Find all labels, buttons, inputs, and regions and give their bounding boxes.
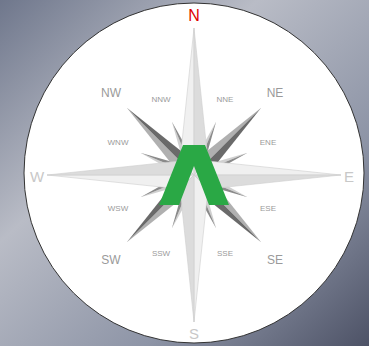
cardinal-label: S: [189, 326, 199, 341]
heading-marker: [159, 145, 229, 205]
secondary-label: ENE: [260, 139, 276, 147]
secondary-label: NNE: [217, 96, 234, 104]
secondary-label: WSW: [108, 205, 128, 213]
secondary-label: NNW: [151, 96, 170, 104]
intercardinal-label: NW: [101, 87, 121, 99]
cardinal-label: E: [344, 169, 354, 184]
cardinal-rays: [47, 28, 341, 322]
secondary-label: SSE: [217, 250, 233, 258]
intercardinal-label: NE: [267, 87, 284, 99]
secondary-label: ESE: [260, 205, 276, 213]
cardinal-label: N: [188, 8, 200, 24]
secondary-label: WNW: [108, 139, 129, 147]
intercardinal-label: SW: [101, 254, 120, 266]
compass-dial: [24, 3, 364, 343]
secondary-label: SSW: [152, 250, 170, 258]
intercardinal-label: SE: [267, 254, 283, 266]
cardinal-label: W: [30, 169, 44, 184]
